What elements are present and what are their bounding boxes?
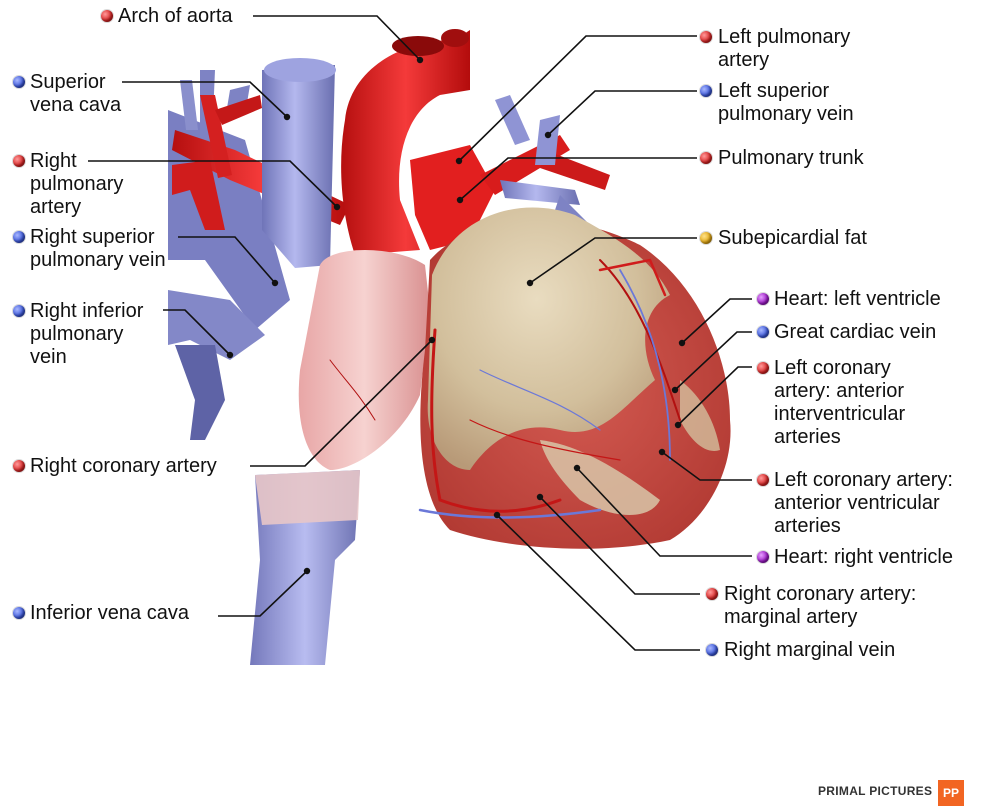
right-coronary-artery-marginal-dot [706,588,718,600]
brand-logo: PP [938,780,964,806]
right-marginal-vein-dot [706,644,718,656]
right-coronary-artery-dot [13,460,25,472]
label-heart-left-ventricle: Heart: left ventricle [774,288,941,310]
label-left-coronary-artery-ventricular: Left coronary artery: anterior ventricul… [774,469,953,537]
pulmonary-trunk-shape [410,145,495,250]
subepicardial-fat-dot [700,232,712,244]
right-inferior-pulmonary-vein-dot [13,305,25,317]
label-left-coronary-artery-interventricular: Left coronary artery: anterior intervent… [774,357,906,448]
label-right-coronary-artery-marginal: Right coronary artery: marginal artery [724,583,917,628]
left-superior-pulmonary-vein-dot [700,85,712,97]
aorta-shape [341,30,470,255]
superior-vena-cava-shape [262,65,335,268]
inferior-vena-cava-dot [13,607,25,619]
label-great-cardiac-vein: Great cardiac vein [774,321,937,343]
label-superior-vena-cava: Superior vena cava [30,71,122,116]
brand-name: PRIMAL PICTURES [818,784,933,798]
leader-endpoints [226,56,686,575]
leader-lines [88,15,752,651]
label-right-inferior-pulmonary-vein: Right inferior pulmonary vein [30,300,144,368]
heart-right-ventricle-dot [757,551,769,563]
heart-left-ventricle-dot [757,293,769,305]
left-coronary-artery-interventricular-dot [757,362,769,374]
coronary-vessels-shape [329,258,681,519]
superior-vena-cava-dot [13,76,25,88]
label-right-coronary-artery: Right coronary artery [30,455,217,477]
arch-of-aorta-dot [101,10,113,22]
pulmonary-trunk-dot [700,152,712,164]
label-arch-of-aorta: Arch of aorta [118,5,233,27]
subepicardial-fat-shape [427,207,670,470]
label-pulmonary-trunk: Pulmonary trunk [718,147,864,169]
label-subepicardial-fat: Subepicardial fat [718,227,867,249]
label-left-superior-pulmonary-vein: Left superior pulmonary vein [718,80,854,125]
label-left-pulmonary-artery: Left pulmonary artery [718,26,851,71]
right-atrium-shape [298,250,430,470]
left-coronary-artery-ventricular-dot [757,474,769,486]
label-right-marginal-vein: Right marginal vein [724,639,896,661]
label-inferior-vena-cava: Inferior vena cava [30,602,189,624]
label-right-superior-pulmonary-vein: Right superior pulmonary vein [30,226,166,271]
label-heart-right-ventricle: Heart: right ventricle [774,546,953,568]
label-right-pulmonary-artery: Right pulmonary artery [30,150,124,218]
left-pulmonary-artery-dot [700,31,712,43]
right-superior-pulmonary-vein-dot [13,231,25,243]
right-pulmonary-artery-dot [13,155,25,167]
great-cardiac-vein-dot [757,326,769,338]
